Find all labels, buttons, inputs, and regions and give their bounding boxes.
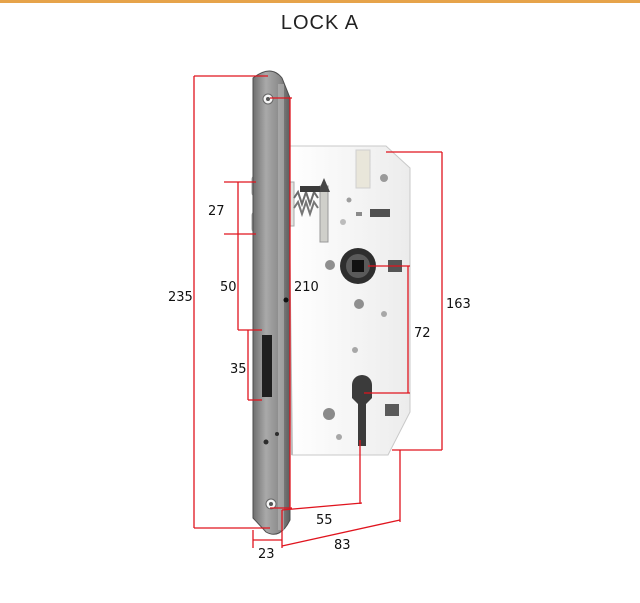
dim-label-235: 235 (168, 290, 193, 305)
latch-pawl (318, 178, 330, 192)
dim-label-210: 210 (294, 280, 319, 295)
dimension-lines (193, 75, 443, 548)
dim-line-55 (281, 502, 363, 511)
dim-label-72: 72 (414, 326, 431, 341)
fixing-hole-icon-2 (354, 299, 364, 309)
dim-label-27: 27 (208, 204, 225, 219)
dim-label-50: 50 (220, 280, 237, 295)
dim-label-83: 83 (334, 538, 351, 553)
faceplate-deadbolt-window (262, 335, 272, 397)
diagram-title: LOCK A (280, 12, 360, 34)
dim-label-23: 23 (258, 547, 275, 562)
dim-label-35: 35 (230, 362, 247, 377)
screw-hole-icon (380, 174, 388, 182)
top-slot (355, 149, 371, 189)
faceplate (252, 70, 291, 535)
dim-line-83 (281, 519, 401, 547)
cylinder-screw-hole-icon (323, 408, 335, 420)
spindle-square-hole (352, 260, 364, 272)
fixing-hole-icon (325, 260, 335, 270)
accent-rule (0, 0, 640, 3)
dim-label-55: 55 (316, 513, 333, 528)
slot-small (370, 209, 390, 217)
dim-label-163: 163 (446, 297, 471, 312)
dimension-labels: 27 50 35 235 210 163 72 55 23 83 (168, 204, 471, 562)
